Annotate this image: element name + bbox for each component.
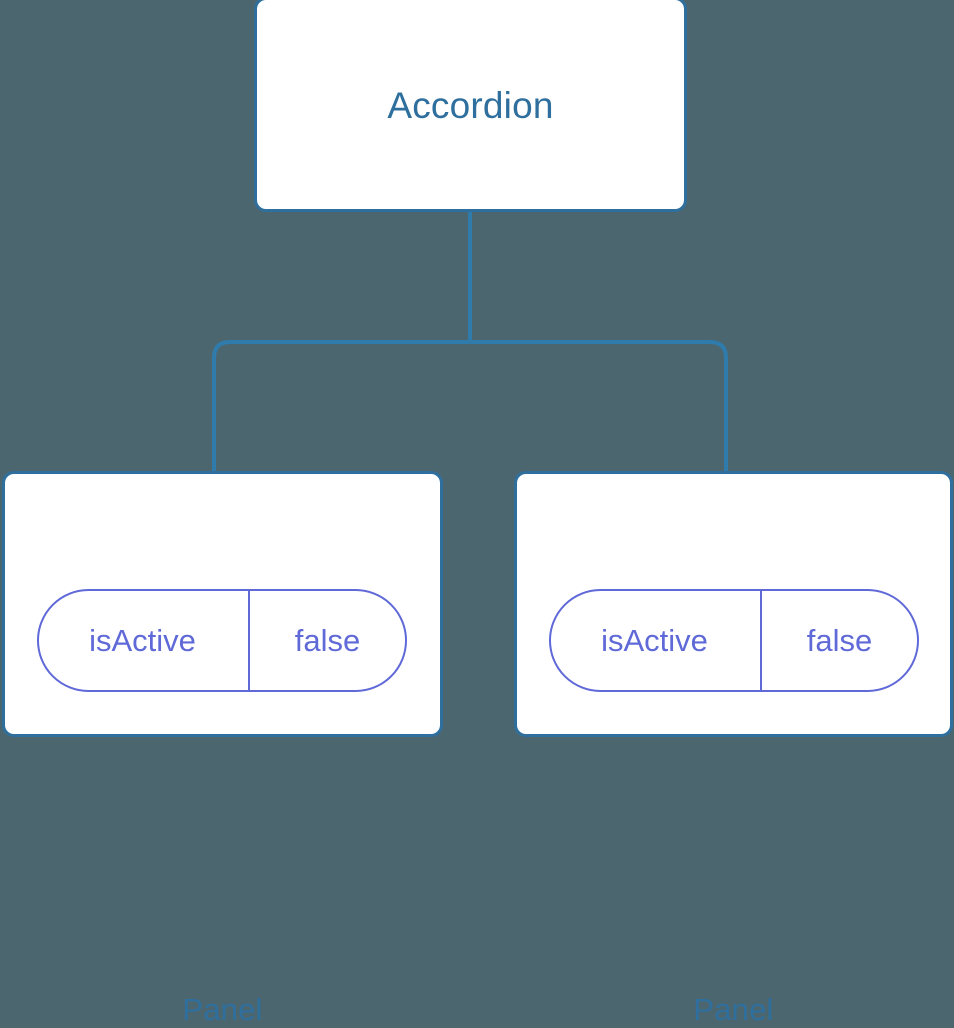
node-accordion[interactable]: Accordion — [254, 0, 687, 212]
prop-pill-panel-0[interactable]: isActive false — [37, 589, 407, 692]
prop-key-panel-1: isActive — [551, 591, 762, 690]
node-panel-0-label: Panel — [182, 992, 263, 1027]
node-accordion-label: Accordion — [387, 85, 554, 126]
prop-pill-panel-1[interactable]: isActive false — [549, 589, 919, 692]
prop-value-panel-0: false — [294, 622, 361, 658]
connector-branch-left — [212, 340, 470, 474]
prop-key-panel-0: isActive — [39, 591, 250, 690]
connector-branch-right — [470, 340, 728, 474]
prop-value-panel-1: false — [806, 622, 873, 658]
connector-lines — [212, 211, 728, 474]
node-panel-1-label: Panel — [693, 992, 774, 1027]
